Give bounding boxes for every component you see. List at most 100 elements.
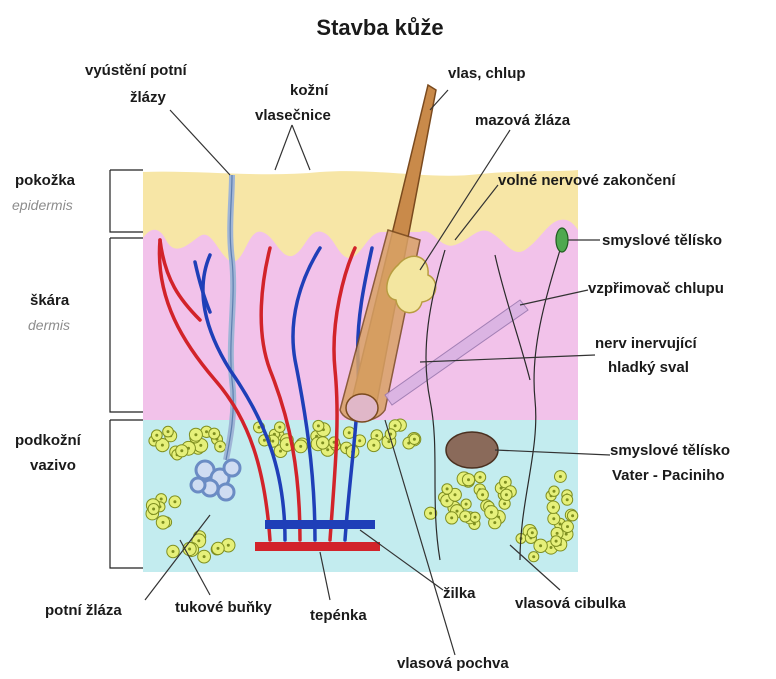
label-vein: žilka: [443, 585, 476, 602]
fat-cell-nucleus: [553, 490, 556, 493]
fat-cell-nucleus: [552, 517, 555, 520]
label-pacinian-line1: smyslové tělísko: [610, 442, 730, 459]
fat-cell-nucleus: [566, 498, 569, 501]
fat-cell-nucleus: [152, 508, 155, 511]
fat-cell-nucleus: [481, 493, 484, 496]
fat-cell-nucleus: [552, 506, 555, 509]
fat-cell-nucleus: [286, 443, 289, 446]
fat-cell-nucleus: [556, 532, 559, 535]
fat-cell-nucleus: [299, 445, 302, 448]
fat-cell-nucleus: [429, 512, 432, 515]
fat-cell-nucleus: [532, 555, 535, 558]
label-capillaries-line1: kožní: [290, 82, 329, 99]
fat-cell-nucleus: [219, 445, 222, 448]
fat-cell-nucleus: [565, 533, 568, 536]
fat-cell-nucleus: [465, 503, 468, 506]
fat-cell-nucleus: [173, 500, 176, 503]
fat-cell-nucleus: [160, 498, 163, 501]
fat-cell-nucleus: [456, 510, 459, 513]
label-nerve-smooth-line1: nerv inervující: [595, 335, 698, 352]
fat-cell-nucleus: [450, 516, 453, 519]
label-layer-epidermis-latin: epidermis: [12, 197, 73, 213]
fat-cell-nucleus: [555, 540, 558, 543]
label-sebaceous-gland: mazová žláza: [475, 112, 571, 129]
fat-cell-nucleus: [162, 521, 165, 524]
fat-cell-nucleus: [464, 515, 467, 518]
label-layer-subcutis-line1: podkožní: [15, 432, 82, 449]
label-sweat-opening-line1: vyústění potní: [85, 62, 188, 79]
fat-cell-nucleus: [479, 476, 482, 479]
fat-cell-nucleus: [194, 433, 197, 436]
fat-cell-nucleus: [467, 478, 470, 481]
fat-cell-nucleus: [454, 493, 457, 496]
meissner-corpuscle: [556, 228, 568, 252]
fat-cell-nucleus: [559, 523, 562, 526]
label-fat-cells: tukové buňky: [175, 599, 272, 616]
label-sensory-corpuscle: smyslové tělísko: [602, 232, 722, 249]
fat-cell-nucleus: [203, 555, 206, 558]
fat-cell-nucleus: [503, 502, 506, 505]
fat-cell-nucleus: [348, 431, 351, 434]
layer-brackets: [110, 170, 143, 568]
diagram-title: Stavba kůže: [316, 15, 443, 40]
fat-cell-nucleus: [271, 440, 274, 443]
fat-cell-nucleus: [504, 481, 507, 484]
label-nerve-smooth-line2: hladký sval: [608, 359, 689, 376]
fat-cell-nucleus: [197, 539, 200, 542]
fat-cell-nucleus: [539, 544, 542, 547]
fat-cell-nucleus: [279, 450, 282, 453]
label-layer-subcutis-line2: vazivo: [30, 457, 76, 474]
fat-cell-nucleus: [180, 449, 183, 452]
fat-cell-nucleus: [358, 439, 361, 442]
fat-cell-nucleus: [375, 434, 378, 437]
artery-horizontal: [255, 542, 380, 551]
label-hair-sheath: vlasová pochva: [397, 655, 509, 672]
fat-cell-nucleus: [172, 550, 175, 553]
fat-cell-nucleus: [213, 432, 216, 435]
fat-cell-nucleus: [413, 438, 416, 441]
label-hair: vlas, chlup: [448, 65, 526, 82]
label-capillaries-line2: vlasečnice: [255, 107, 331, 124]
fat-cell-nucleus: [155, 434, 158, 437]
pacinian-corpuscle: [446, 432, 498, 468]
fat-cell-nucleus: [227, 544, 230, 547]
hair-bulb: [346, 394, 378, 422]
fat-cell-nucleus: [490, 511, 493, 514]
fat-cell-nucleus: [372, 444, 375, 447]
label-arrector-pili: vzpřimovač chlupu: [588, 280, 724, 297]
fat-cell-nucleus: [394, 424, 397, 427]
label-artery: tepénka: [310, 607, 367, 624]
label-sweat-gland: potní žláza: [45, 602, 122, 619]
fat-cell-nucleus: [326, 448, 329, 451]
fat-cell-nucleus: [321, 441, 324, 444]
fat-cell-nucleus: [571, 514, 574, 517]
label-free-nerve-endings: volné nervové zakončení: [498, 172, 676, 189]
fat-cell-nucleus: [317, 424, 320, 427]
label-layer-epidermis: pokožka: [15, 172, 76, 189]
label-layer-dermis-latin: dermis: [28, 317, 70, 333]
fat-cell-nucleus: [199, 444, 202, 447]
fat-cell-nucleus: [161, 444, 164, 447]
fat-cell-nucleus: [446, 499, 449, 502]
fat-cell-nucleus: [167, 430, 170, 433]
label-hair-bulb: vlasová cibulka: [515, 595, 627, 612]
fat-cell-nucleus: [566, 525, 569, 528]
fat-cell-nucleus: [505, 493, 508, 496]
fat-cell-nucleus: [474, 516, 477, 519]
fat-cell-nucleus: [258, 426, 261, 429]
fat-cell-nucleus: [446, 487, 449, 490]
label-sweat-opening-line2: žlázy: [130, 89, 167, 106]
fat-cell-nucleus: [188, 548, 191, 551]
label-pacinian-line2: Vater - Paciniho: [612, 467, 725, 484]
fat-cell-nucleus: [387, 440, 390, 443]
fat-cell-nucleus: [559, 475, 562, 478]
fat-cell-nucleus: [278, 426, 281, 429]
fat-cell-nucleus: [263, 439, 266, 442]
fat-cell-nucleus: [493, 521, 496, 524]
vein-horizontal: [265, 520, 375, 529]
fat-cell-nucleus: [217, 547, 220, 550]
fat-cell-nucleus: [531, 531, 534, 534]
label-layer-dermis: škára: [30, 292, 70, 309]
fat-cell-nucleus: [205, 430, 208, 433]
